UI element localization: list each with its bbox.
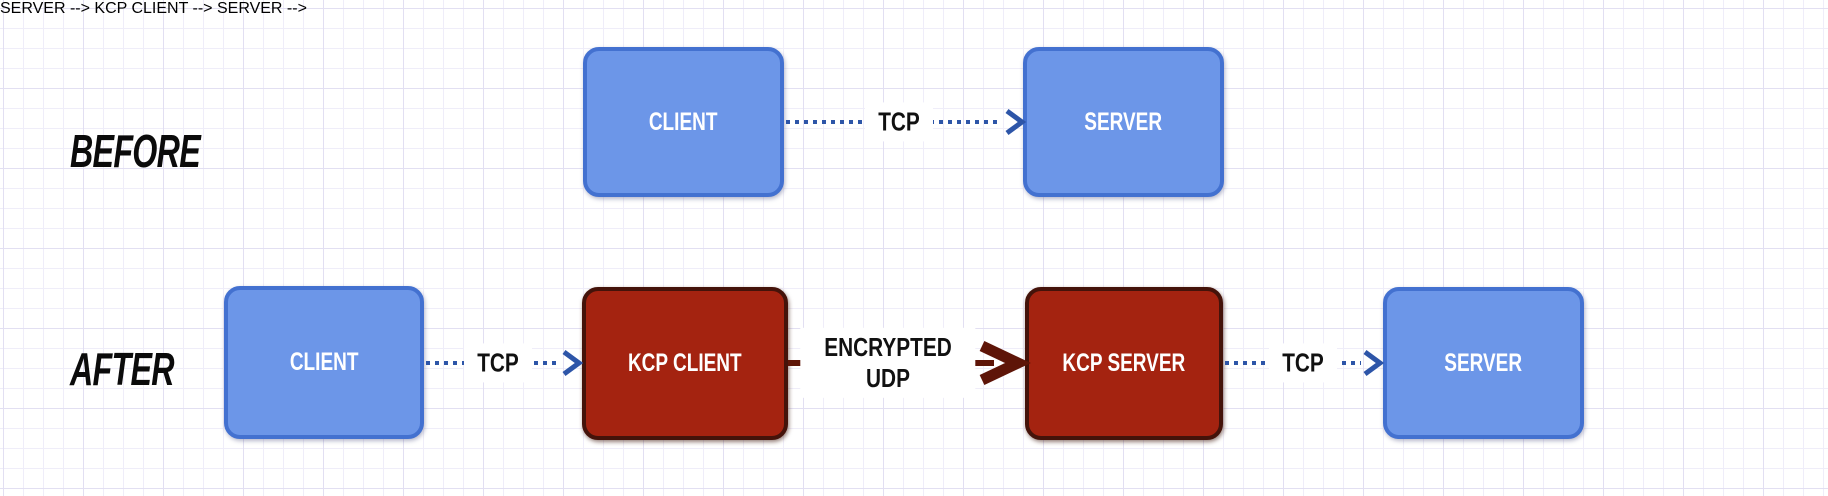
after-server-node: SERVER	[1383, 287, 1584, 439]
after-row-label: AFTER	[70, 346, 218, 392]
before-client-node: CLIENT	[583, 47, 784, 197]
after-encrypted-udp-edge-label: ENCRYPTED UDP	[800, 327, 976, 399]
after-tcp-right-edge-label: TCP	[1269, 343, 1337, 383]
before-tcp-edge-label: TCP	[865, 102, 933, 142]
after-tcp-left-edge-label: TCP	[464, 343, 532, 383]
before-row-label: BEFORE	[70, 128, 256, 174]
after-client-node: CLIENT	[224, 286, 424, 439]
after-kcp-client-label: KCP CLIENT	[628, 349, 742, 377]
after-kcp-client-node: KCP CLIENT	[582, 287, 788, 440]
after-kcp-server-label: KCP SERVER	[1062, 349, 1186, 377]
after-client-label: CLIENT	[289, 348, 359, 376]
after-row-label-text: AFTER	[70, 343, 175, 395]
before-server-node: SERVER	[1023, 47, 1224, 197]
after-tcp-right-arrow-icon	[1225, 349, 1385, 377]
before-row-label-text: BEFORE	[70, 125, 201, 177]
before-client-label: CLIENT	[649, 107, 718, 136]
after-kcp-server-node: KCP SERVER	[1025, 287, 1223, 440]
before-server-label: SERVER	[1084, 107, 1163, 136]
after-server-label: SERVER	[1444, 348, 1523, 377]
